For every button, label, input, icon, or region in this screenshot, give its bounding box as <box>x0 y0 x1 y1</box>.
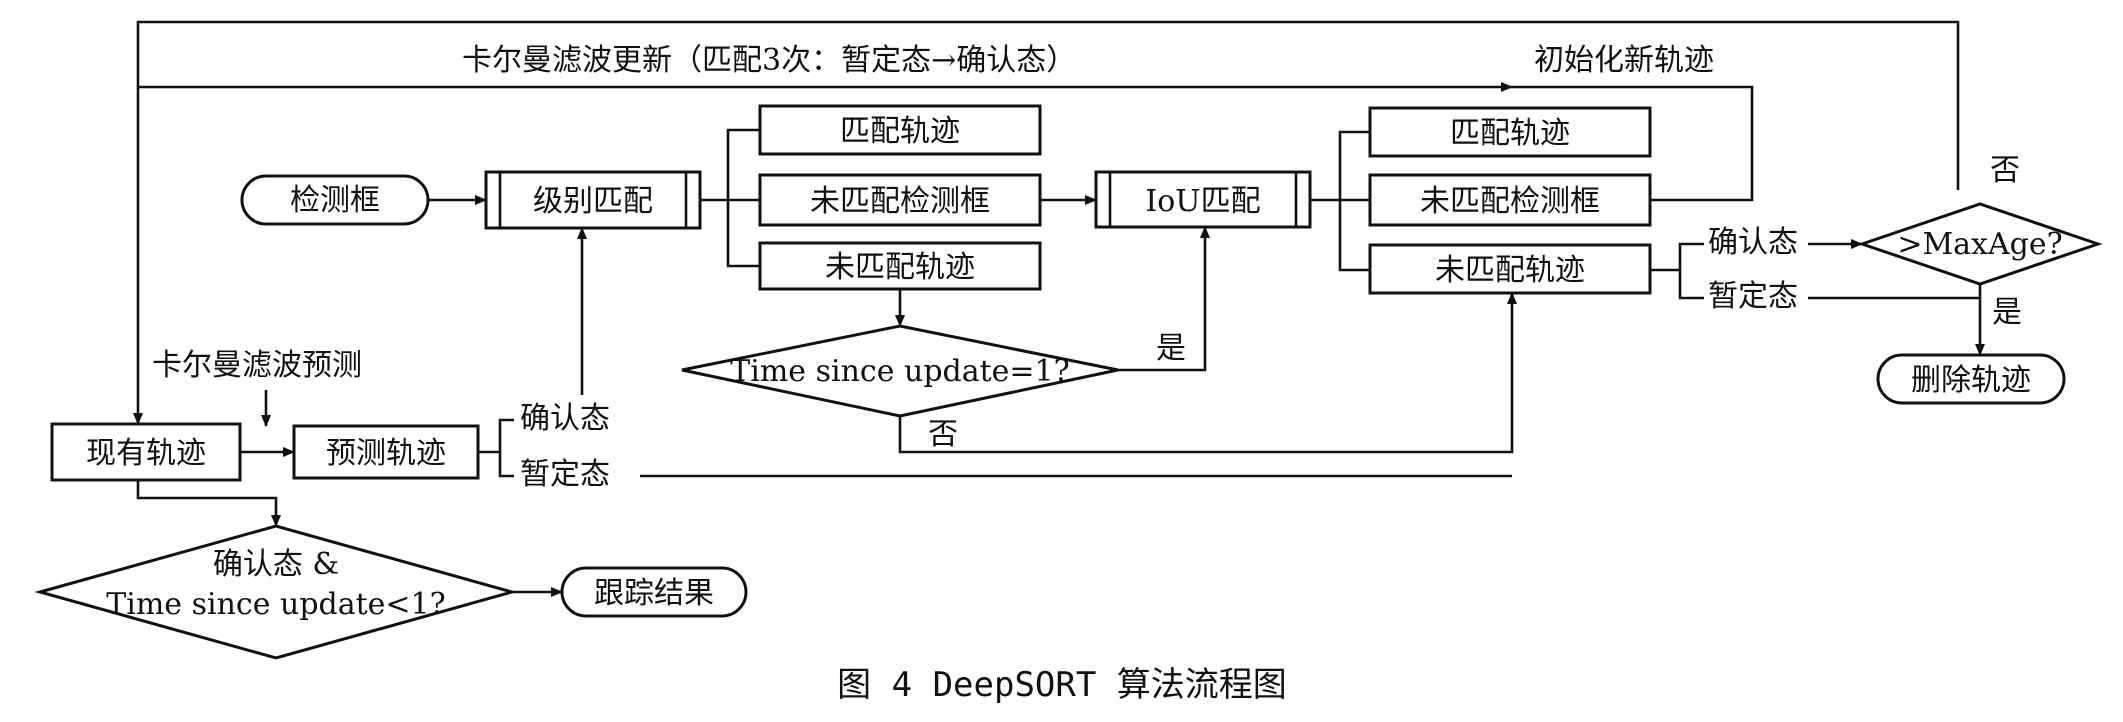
decision-time-since-update-node <box>681 324 1119 418</box>
cascade-output-bracket-2 <box>726 200 760 268</box>
predicted-output-bracket <box>478 418 514 454</box>
unmatched-detections-1-node <box>758 173 1042 227</box>
predicted-output-bracket-2 <box>498 452 514 478</box>
unmatched-detections-1-label: 未匹配检测框 <box>810 184 990 219</box>
predicted-tracks-node <box>292 424 480 480</box>
confirmed-state-label-2: 确认态 <box>1708 225 1798 260</box>
no-maxage-label: 否 <box>1990 153 2020 188</box>
cascade-match-node <box>484 170 702 230</box>
matched-tracks-2-label: 匹配轨迹 <box>1450 116 1570 151</box>
iou-output-bracket <box>1338 130 1370 200</box>
tracking-result-node <box>560 566 748 618</box>
decision-output-label-2: Time since update<1? <box>106 587 445 622</box>
yes-tsu-label: 是 <box>1156 331 1186 366</box>
yes-maxage-label: 是 <box>1992 295 2022 330</box>
detection-box-node <box>240 174 430 226</box>
matched-tracks-1-label: 匹配轨迹 <box>840 114 960 149</box>
unmatched-tracks-2-node <box>1368 243 1652 295</box>
decision-output-node <box>34 524 518 660</box>
existing-tracks-node <box>50 422 242 482</box>
unmatched-detections-2-label: 未匹配检测框 <box>1420 184 1600 219</box>
unmatched-tracks-1-node <box>758 241 1042 291</box>
matched-tracks-1-node <box>758 104 1042 156</box>
kalman-update-label: 卡尔曼滤波更新（匹配3次：暂定态→确认态） <box>462 43 1076 78</box>
kalman-update-loop-line <box>133 20 1960 425</box>
iou-match-label: IoU匹配 <box>1145 184 1260 219</box>
matched-tracks-2-node <box>1368 106 1652 158</box>
unmatched-tracks2-bracket <box>1650 242 1704 272</box>
existing-to-output-decision-arrow <box>136 480 281 527</box>
decision-time-since-update-label: Time since update=1? <box>730 354 1069 389</box>
delete-tracks-label: 删除轨迹 <box>1911 363 2031 398</box>
tentative-state-label-1: 暂定态 <box>520 457 610 492</box>
kalman-predict-label: 卡尔曼滤波预测 <box>152 348 362 383</box>
decision-output-label-1: 确认态 & <box>213 547 339 582</box>
cascade-output-bracket <box>726 128 760 200</box>
tracking-result-label: 跟踪结果 <box>594 576 714 611</box>
delete-tracks-node <box>1876 353 2066 405</box>
decision-maxage-label: >MaxAge? <box>1897 227 2062 262</box>
confirmed-state-label-1: 确认态 <box>520 401 610 436</box>
decision-no-to-unmatched-tracks-arrow <box>898 292 1517 454</box>
iou-match-node <box>1094 170 1312 229</box>
no-tsu-label: 否 <box>928 417 958 452</box>
cascade-match-label: 级别匹配 <box>533 184 653 219</box>
decision-maxage-node <box>1857 202 2103 286</box>
existing-tracks-label: 现有轨迹 <box>86 436 206 471</box>
iou-output-bracket-2 <box>1338 200 1370 272</box>
detection-box-label: 检测框 <box>290 183 380 218</box>
unmatched-det2-to-loop-line <box>1650 189 1754 202</box>
predicted-tracks-label: 预测轨迹 <box>326 436 446 471</box>
unmatched-tracks2-bracket-2 <box>1678 270 1704 300</box>
init-new-track-loop-line <box>1511 82 1754 189</box>
decision-yes-to-iou-arrow <box>1118 226 1210 372</box>
figure-caption: 图 4 DeepSORT 算法流程图 <box>837 665 1287 705</box>
unmatched-detections-2-node <box>1368 173 1652 227</box>
unmatched-tracks-2-label: 未匹配轨迹 <box>1435 253 1585 288</box>
tentative-state-label-2: 暂定态 <box>1708 279 1798 314</box>
unmatched-tracks-1-label: 未匹配轨迹 <box>825 250 975 285</box>
init-new-track-label: 初始化新轨迹 <box>1534 43 1714 78</box>
